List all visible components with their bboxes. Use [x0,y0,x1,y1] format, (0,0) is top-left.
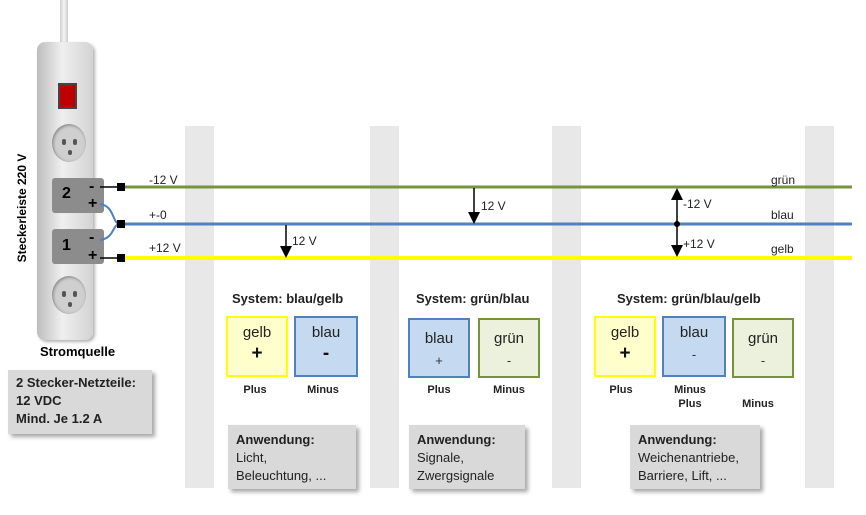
outlet-top [52,124,86,162]
usage-title: Anwendung: [638,432,717,447]
terminal [117,254,125,262]
junction [674,221,680,227]
system-3-sub-minus: Minus [674,384,706,396]
system-3-box-gelb: gelb + [594,316,656,377]
measure-label: 12 V [481,199,506,213]
system-2-usage: Anwendung: Signale, Zwergsignale [409,425,525,489]
box-color-label: grün [747,330,779,347]
rail-blue-right-label: blau [771,208,794,222]
system-2-box-blau: blau + [408,318,470,378]
usage-title: Anwendung: [417,432,496,447]
box-color-label: blau [679,324,709,341]
measure-label: -12 V [683,197,712,211]
system-3-box-gruen: grün - [732,318,794,378]
box-sign: + [619,343,631,364]
adapter-2-number: 2 [62,185,71,202]
system-2-box-gruen: grün - [478,318,540,378]
adapter-1-minus: - [89,229,95,246]
usage-title: Anwendung: [236,432,315,447]
box-sign: + [251,343,263,364]
system-1-usage: Anwendung: Licht, Beleuchtung, ... [228,425,356,489]
box-sign: - [322,343,330,364]
info-line: 2 Stecker-Netzteile: [16,375,136,390]
rail-yellow-left-label: +12 V [149,241,181,255]
terminal [117,220,125,228]
adapter-2-minus: - [89,178,95,195]
outlet-bottom [52,276,86,314]
strip-caption: Stromquelle [40,344,116,359]
power-switch [58,83,77,109]
system-1-box-gelb: gelb + [226,316,288,377]
system-3-sub-plus-2: Plus [678,398,702,410]
adapter-1-number: 1 [62,237,71,254]
usage-line: Signale, [417,450,464,465]
system-3-box-blau: blau - [662,316,726,377]
box-color-label: grün [493,330,525,347]
rail-green-left-label: -12 V [149,173,178,187]
measure-label: 12 V [292,234,317,248]
box-color-label: gelb [242,324,272,341]
usage-line: Weichenantriebe, [638,450,739,465]
adapter-1 [52,229,104,264]
box-color-label: gelb [610,324,640,341]
adapter-2-plus: + [88,195,98,212]
usage-line: Licht, [236,450,268,465]
info-line: 12 VDC [16,393,62,408]
terminal [117,183,125,191]
box-sign: + [435,353,443,368]
system-2-sub-plus: Plus [427,384,451,396]
system-1-sub-plus: Plus [243,384,267,396]
rail-yellow-right-label: gelb [771,242,794,256]
box-sign: - [506,353,512,368]
system-1-sub-minus: Minus [307,384,339,396]
rail-green-right-label: grün [771,173,796,187]
system-3-usage: Anwendung: Weichenantriebe, Barriere, Li… [630,425,760,489]
system-3-title: System: grün/blau/gelb [617,291,761,306]
box-color-label: blau [311,324,341,341]
usage-line: Zwergsignale [417,468,495,483]
box-sign: - [691,347,697,362]
info-box: 2 Stecker-Netzteile: 12 VDC Mind. Je 1.2… [8,370,152,434]
box-sign: - [760,353,766,368]
adapter-2 [52,178,104,213]
system-3-sub-plus: Plus [609,384,633,396]
outlet-hole [73,291,77,297]
outlet-hole [68,302,72,307]
outlet-hole [73,139,77,145]
system-1-title: System: blau/gelb [232,291,344,306]
system-3-sub-minus-2: Minus [742,398,774,410]
usage-line: Barriere, Lift, ... [638,468,727,483]
box-color-label: blau [424,330,454,347]
usage-line: Beleuchtung, ... [236,468,327,483]
info-line: Mind. Je 1.2 A [16,411,103,426]
outlet-hole [62,291,66,297]
system-2-sub-minus: Minus [493,384,525,396]
outlet-hole [62,139,66,145]
rail-blue-left-label: +-0 [149,208,167,222]
adapter-1-plus: + [88,247,98,264]
outlet-hole [68,150,72,155]
system-2-title: System: grün/blau [416,291,530,306]
measure-label: +12 V [683,237,715,251]
system-1-box-blau: blau - [294,316,358,377]
power-cable [60,0,68,46]
